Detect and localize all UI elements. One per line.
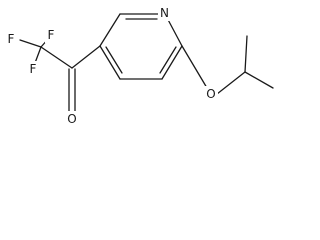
ether-oxygen-atom: O <box>204 86 218 102</box>
nitrogen-atom: N <box>158 5 171 21</box>
svg-text:F: F <box>30 62 37 76</box>
fluorine-atom-1: F <box>45 27 57 43</box>
bond-ch-ch3-b <box>244 71 274 89</box>
bonds <box>19 13 274 113</box>
bond-c2-c3 <box>161 45 183 80</box>
bond-c3-o-ether <box>181 45 208 89</box>
atom-labels: N O O F F F <box>5 5 218 127</box>
bond-ch-ch3-a <box>244 35 248 73</box>
svg-text:F: F <box>48 28 55 42</box>
svg-text:F: F <box>8 32 15 46</box>
bond-c5-c6 <box>99 13 121 47</box>
bond-cf3-f3 <box>34 46 42 64</box>
bond-o-ether-ch <box>216 71 246 95</box>
svg-text:O: O <box>67 112 76 126</box>
svg-text:O: O <box>206 87 215 101</box>
ketone-oxygen-atom: O <box>65 111 79 127</box>
chemical-structure: N O O F F F <box>5 5 274 127</box>
bond-c5-carbonyl <box>71 45 101 69</box>
bond-double-c4-c5 <box>105 46 123 74</box>
bond-cf3-f2 <box>19 39 42 48</box>
fluorine-atom-2: F <box>5 31 17 47</box>
fluorine-atom-3: F <box>27 61 39 77</box>
bond-carbonyl-cf3 <box>40 46 73 69</box>
svg-text:N: N <box>160 6 169 20</box>
bond-c4-c5 <box>99 45 121 80</box>
bond-double-c2-c3 <box>159 46 177 74</box>
